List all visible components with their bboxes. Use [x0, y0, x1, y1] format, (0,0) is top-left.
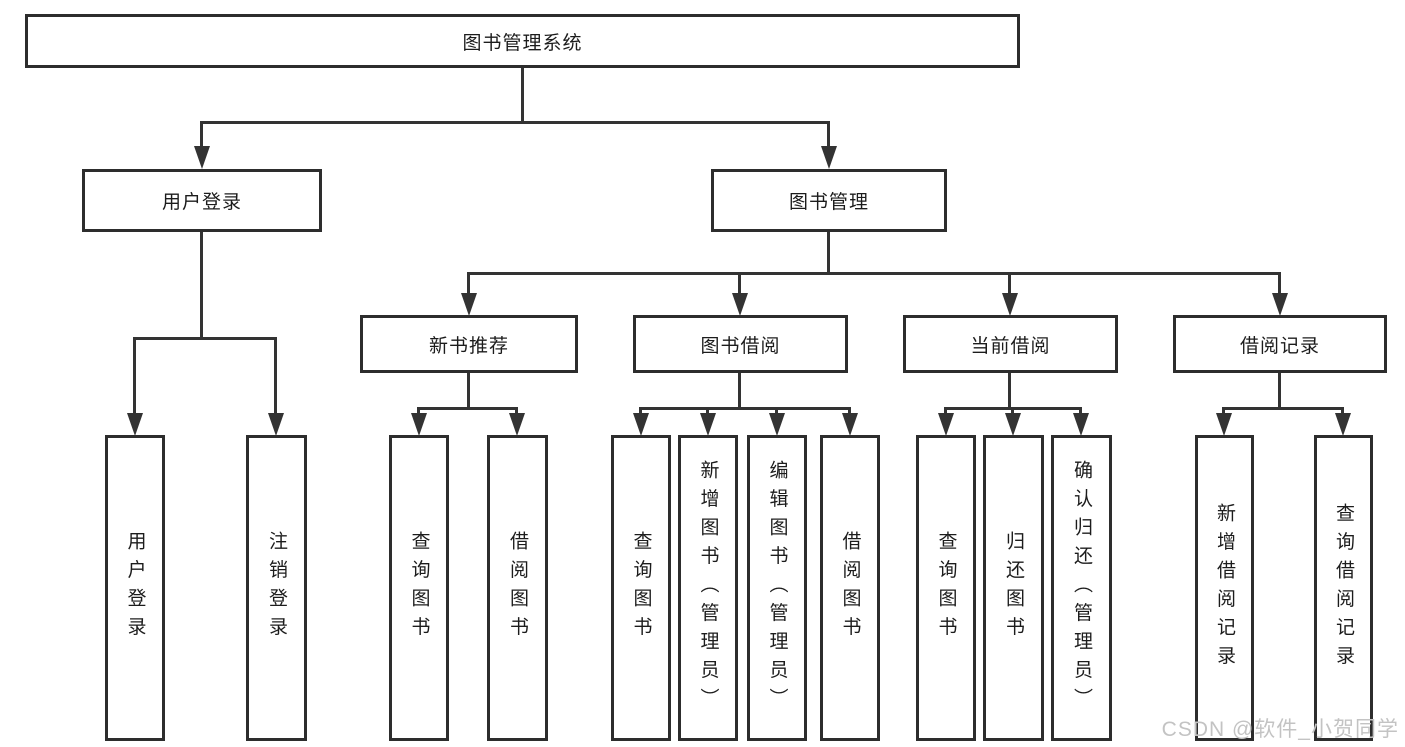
leaf-rec-query-books: 查询图书: [389, 435, 449, 741]
connector-drop: [848, 407, 851, 415]
connector-book-borrow-stub: [738, 373, 741, 407]
node-borrow-records: 借阅记录: [1173, 315, 1387, 373]
node-label: 图书管理: [788, 192, 869, 213]
watermark: CSDN @软件_小贺同学: [1161, 718, 1399, 741]
connector-drop: [1222, 407, 1225, 415]
leaf-label: 新增借阅记录: [1214, 502, 1235, 674]
leaf-label: 确认归还（管理员）: [1071, 459, 1092, 717]
leaf-label: 编辑图书（管理员）: [766, 459, 788, 717]
connector-root-stub: [521, 68, 524, 121]
node-book-management: 图书管理: [711, 169, 947, 232]
arrow-down-icon: [509, 413, 525, 436]
arrow-down-icon: [127, 413, 143, 436]
arrow-down-icon: [1005, 413, 1021, 436]
leaf-label: 查询图书: [630, 531, 652, 645]
connector-bus-book-borrow: [639, 407, 851, 410]
connector-current-borrow-stub: [1008, 373, 1011, 407]
node-label: 用户登录: [161, 192, 242, 213]
arrow-down-icon: [1216, 413, 1232, 436]
connector-bus-borrow-records: [1222, 407, 1344, 410]
leaf-bb-borrow-books: 借阅图书: [820, 435, 880, 741]
arrow-down-icon: [700, 413, 716, 436]
connector-bus-new-book-recommend: [417, 407, 518, 410]
arrow-down-icon: [821, 146, 837, 169]
arrow-down-icon: [633, 413, 649, 436]
node-label: 图书借阅: [700, 335, 781, 357]
node-user-login: 用户登录: [82, 169, 322, 232]
connector-drop: [706, 407, 709, 415]
connector-drop: [1011, 407, 1014, 415]
node-label: 新书推荐: [428, 335, 509, 357]
leaf-label: 注销登录: [266, 531, 287, 645]
arrow-down-icon: [842, 413, 858, 436]
leaf-bb-query-books: 查询图书: [611, 435, 671, 741]
leaf-bb-add-books: 新增图书（管理员）: [678, 435, 738, 741]
connector-bus-user-login: [133, 337, 277, 340]
arrow-down-icon: [732, 293, 748, 316]
connector-drop-book-borrow: [738, 272, 741, 294]
connector-drop-borrow-records: [1278, 272, 1281, 294]
arrow-down-icon: [194, 146, 210, 169]
leaf-br-add-record: 新增借阅记录: [1195, 435, 1254, 741]
leaf-cb-query-books: 查询图书: [916, 435, 976, 741]
arrow-down-icon: [268, 413, 284, 436]
node-label: 当前借阅: [970, 335, 1051, 357]
connector-drop-leaf-logout: [274, 337, 277, 413]
connector-borrow-records-stub: [1278, 373, 1281, 407]
connector-drop-leaf-user-login: [133, 337, 136, 413]
connector-bus-level3: [467, 272, 1281, 275]
leaf-label: 借阅图书: [839, 531, 861, 645]
connector-drop: [417, 407, 420, 415]
arrow-down-icon: [1073, 413, 1089, 436]
arrow-down-icon: [461, 293, 477, 316]
leaf-logout: 注销登录: [246, 435, 307, 741]
leaf-label: 查询借阅记录: [1333, 502, 1354, 674]
leaf-label: 归还图书: [1003, 531, 1024, 645]
connector-drop: [1079, 407, 1082, 415]
leaf-user-login: 用户登录: [105, 435, 165, 741]
leaf-label: 借阅图书: [507, 531, 528, 645]
leaf-br-query-record: 查询借阅记录: [1314, 435, 1373, 741]
connector-user-login-stub: [200, 232, 203, 337]
node-current-borrow: 当前借阅: [903, 315, 1118, 373]
connector-book-management-stub: [827, 232, 830, 272]
connector-drop: [515, 407, 518, 415]
connector-drop-current-borrow: [1008, 272, 1011, 294]
arrow-down-icon: [938, 413, 954, 436]
leaf-cb-return-books: 归还图书: [983, 435, 1044, 741]
connector-new-book-recommend-stub: [467, 373, 470, 407]
arrow-down-icon: [1002, 293, 1018, 316]
leaf-cb-confirm-return: 确认归还（管理员）: [1051, 435, 1112, 741]
connector-drop-book-management: [827, 121, 830, 148]
leaf-bb-edit-books: 编辑图书（管理员）: [747, 435, 807, 741]
connector-bus-level2: [200, 121, 830, 124]
leaf-label: 查询图书: [935, 531, 957, 645]
arrow-down-icon: [1272, 293, 1288, 316]
arrow-down-icon: [769, 413, 785, 436]
leaf-label: 新增图书（管理员）: [697, 459, 719, 717]
connector-drop-user-login: [200, 121, 203, 148]
connector-drop-new-book-recommend: [467, 272, 470, 294]
arrow-down-icon: [411, 413, 427, 436]
node-library-system: 图书管理系统: [25, 14, 1020, 68]
leaf-label: 查询图书: [408, 531, 430, 645]
arrow-down-icon: [1335, 413, 1351, 436]
connector-drop: [1341, 407, 1344, 415]
node-book-borrow: 图书借阅: [633, 315, 848, 373]
node-label: 图书管理系统: [462, 32, 583, 54]
node-label: 借阅记录: [1239, 335, 1320, 357]
leaf-label: 用户登录: [124, 531, 146, 645]
node-new-book-recommend: 新书推荐: [360, 315, 578, 373]
connector-drop: [639, 407, 642, 415]
leaf-rec-borrow-books: 借阅图书: [487, 435, 548, 741]
connector-drop: [944, 407, 947, 415]
connector-drop: [775, 407, 778, 415]
